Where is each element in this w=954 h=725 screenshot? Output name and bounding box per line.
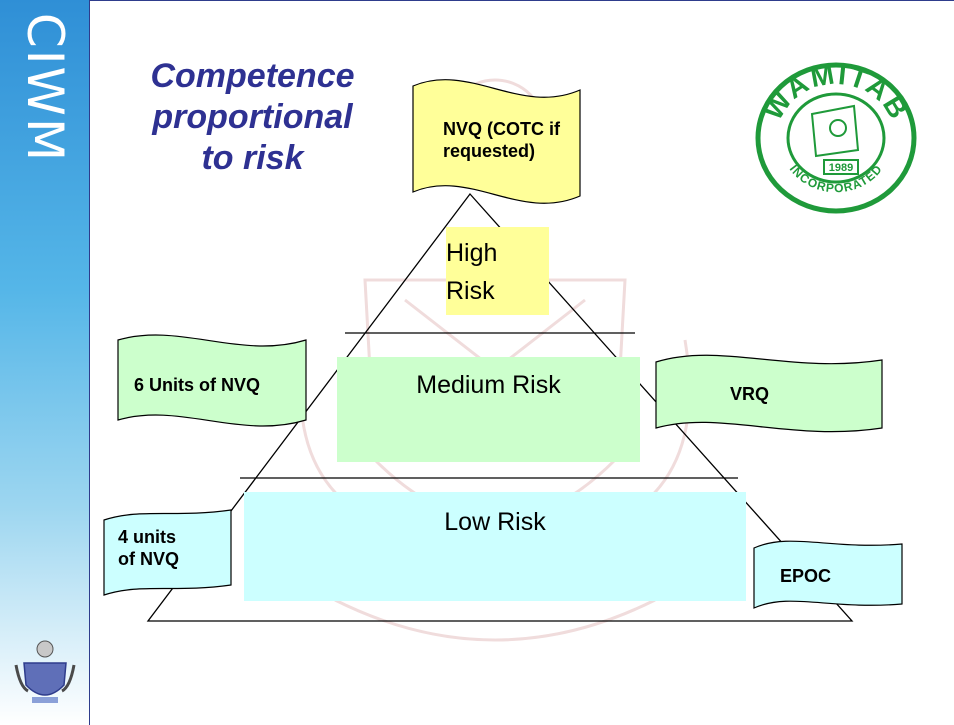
flag-label-line: 4 units — [118, 527, 177, 547]
high-risk-box: High Risk — [446, 227, 549, 315]
title-line: Competence — [150, 57, 355, 95]
medium-risk-label: Medium Risk — [416, 371, 561, 399]
flag-label-line: VRQ — [730, 384, 770, 404]
flag-mid-right-label: VRQ — [730, 383, 769, 405]
flag-label-line: 6 Units of NVQ — [134, 375, 261, 395]
flag-low-right-label: EPOC — [780, 565, 831, 587]
high-risk-label-line: Risk — [446, 277, 495, 305]
flag-mid-left-label: 6 Units of NVQ — [134, 374, 260, 396]
low-risk-box: Low Risk — [244, 492, 746, 601]
sidebar: CIWM — [0, 0, 90, 725]
flag-mid-left-shape — [117, 334, 307, 427]
flag-label-line: EPOC — [780, 566, 832, 586]
coat-of-arms-icon — [14, 640, 76, 703]
medium-risk-box: Medium Risk — [337, 357, 640, 462]
flag-label-line: NVQ (COTC if — [443, 119, 560, 139]
flag-label-line: of NVQ — [118, 549, 179, 569]
slide-title: Competence proportional to risk — [130, 56, 375, 179]
title-line: proportional — [152, 98, 353, 136]
high-risk-label-line: High — [446, 239, 498, 267]
flag-label-line: requested) — [443, 141, 536, 161]
flag-top-label: NVQ (COTC if requested) — [443, 118, 560, 162]
flag-mid-right-shape — [655, 354, 883, 433]
flag-low-left-shape — [103, 509, 232, 596]
low-risk-label: Low Risk — [444, 508, 546, 536]
flag-low-left-label: 4 units of NVQ — [118, 526, 179, 570]
logo-year: 1989 — [829, 162, 853, 174]
title-line: to risk — [201, 139, 304, 177]
wamitab-logo: WAMITAB INCORPORATED 1989 — [755, 62, 917, 214]
flag-low-right-shape — [753, 540, 903, 609]
flag-top-shape — [412, 79, 581, 204]
top-rule — [90, 0, 954, 1]
